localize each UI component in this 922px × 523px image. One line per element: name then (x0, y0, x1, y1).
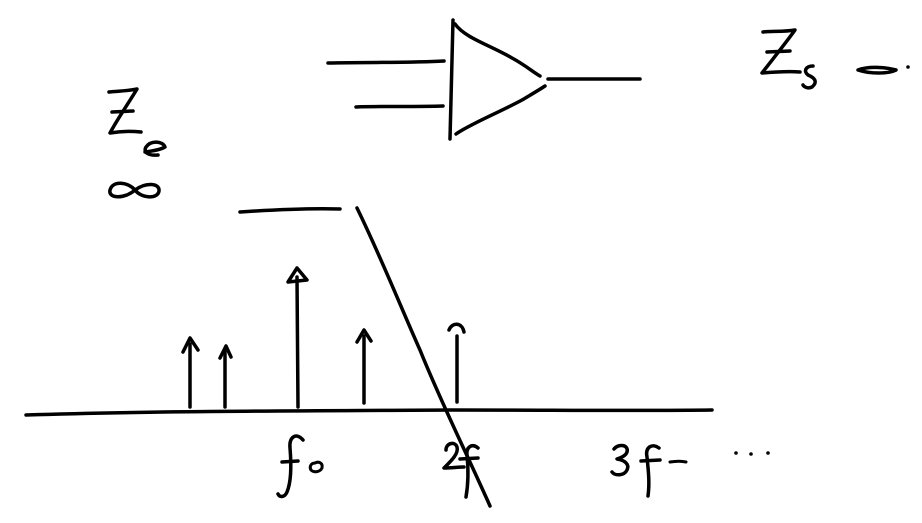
tick-label-f0: f0 (276, 434, 324, 499)
spectral-line-2 (218, 344, 233, 409)
op-amp-input-line-lower (354, 104, 445, 109)
input-impedance-label: Ze ∞ (107, 87, 167, 199)
op-amp-left-edge (448, 18, 455, 141)
letter-e-subscript (143, 140, 167, 157)
spectral-line-4 (355, 328, 373, 405)
letter-s-subscript (801, 64, 817, 90)
spectral-lines (181, 266, 466, 409)
spectral-line-fundamental (286, 266, 309, 409)
output-impedance-label: Zs ≈ 0 (760, 28, 910, 90)
output-impedance-value-stroke (856, 65, 898, 75)
tick-label-3f0: 3f0 (610, 443, 688, 498)
letter-z-output-bar (765, 49, 792, 54)
spectral-line-harmonic-2 (447, 322, 466, 404)
axis-tick-labels: f0 2f0 3f0 ... (276, 434, 770, 499)
frequency-axis (24, 408, 714, 417)
filter-rolloff-segment (355, 206, 492, 508)
filter-passband-segment (238, 206, 342, 214)
op-amp-upper-edge (453, 22, 542, 78)
infinity-symbol (108, 181, 161, 199)
letter-z-input-bar (110, 109, 135, 114)
op-amp-input-line-upper (326, 59, 446, 65)
op-amp-symbol (326, 18, 642, 141)
ellipsis: ... (734, 451, 770, 456)
spectral-line-1 (181, 336, 200, 409)
tick-label-2f0: 2f0 (442, 441, 480, 499)
output-impedance-dot (906, 65, 910, 69)
op-amp-lower-edge (454, 84, 547, 136)
